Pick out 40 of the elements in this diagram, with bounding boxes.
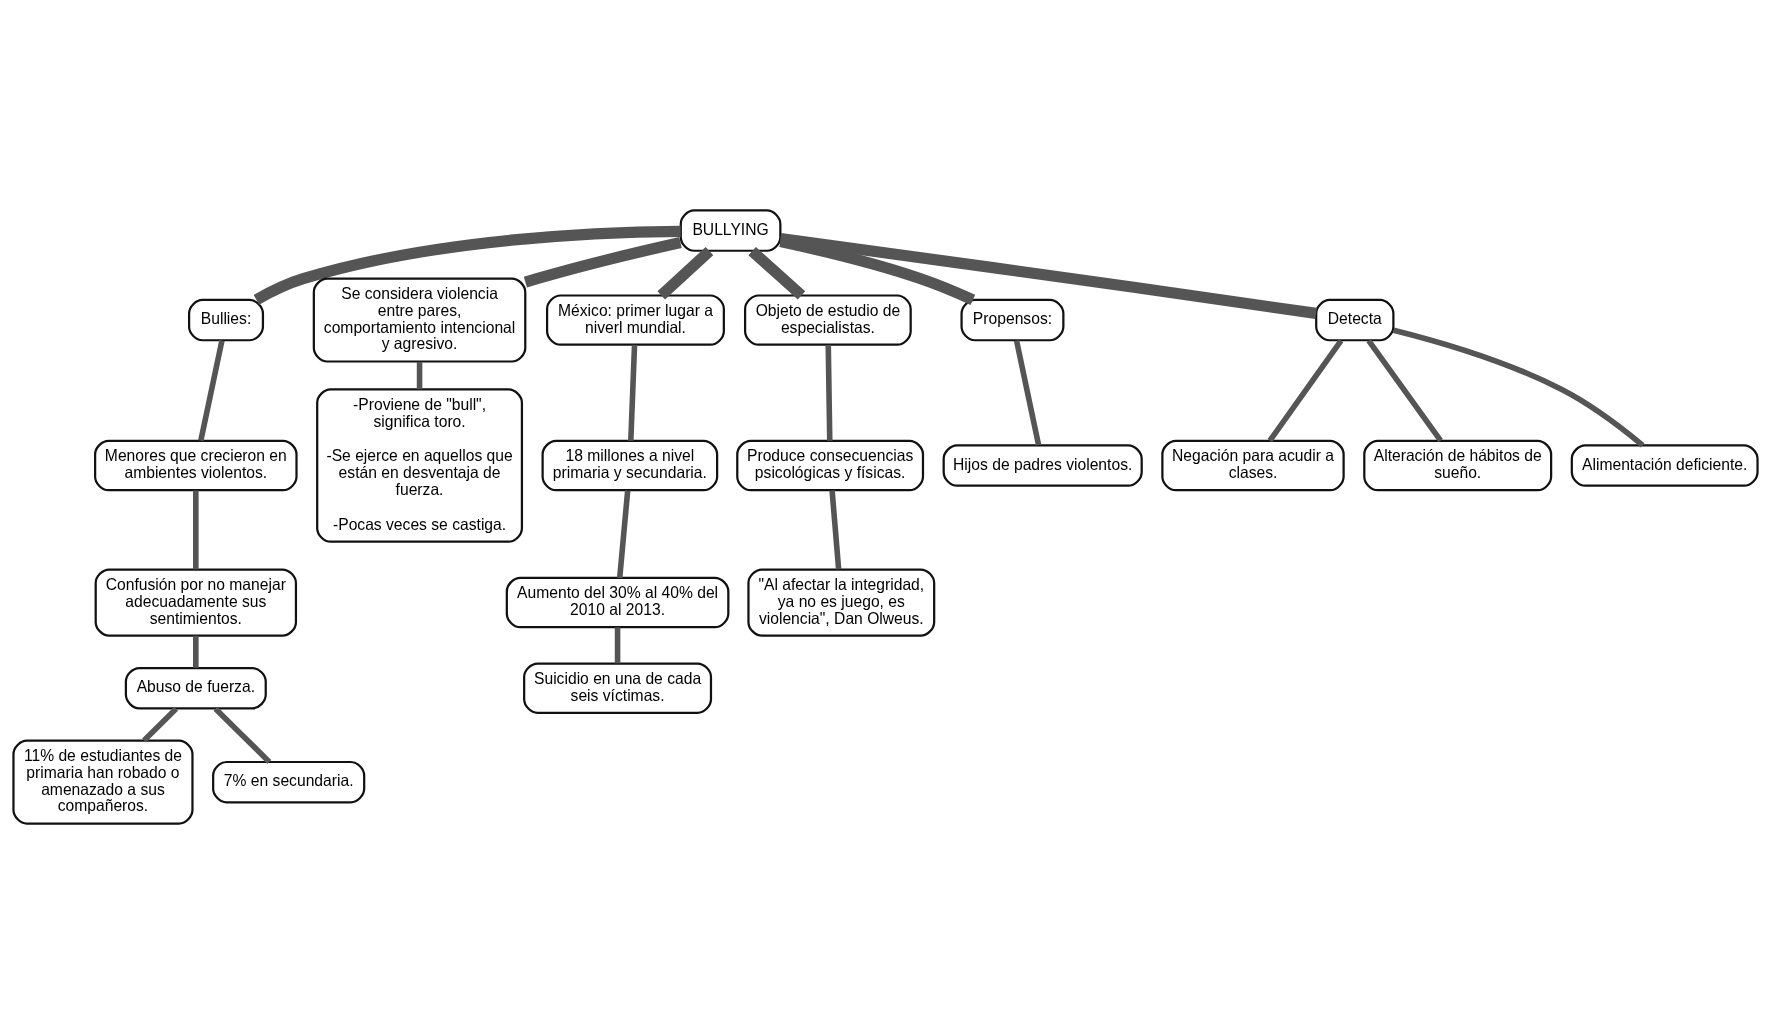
node-box: Propensos: xyxy=(960,298,1065,342)
node-box: Negación para acudir a clases. xyxy=(1161,439,1345,492)
node-box: Detecta xyxy=(1315,298,1395,342)
node-box: Confusión por no manejar adecuadamente sus sentimientos. xyxy=(94,568,298,637)
node-box: Se considera violencia entre pares, comportamiento intencional y agresivo. xyxy=(312,277,527,363)
connector xyxy=(829,490,842,570)
connector xyxy=(825,344,833,441)
node-box: 18 millones a nivel primaria y secundaria. xyxy=(541,439,719,492)
connector xyxy=(198,339,225,442)
node-box: Alteración de hábitos de sueño. xyxy=(1363,439,1553,492)
node-box: Suicidio en una de cada seis víctimas. xyxy=(523,662,713,714)
connector xyxy=(1392,327,1645,448)
node-box: México: primer lugar a niverl mundial. xyxy=(545,294,725,346)
connector xyxy=(416,361,423,390)
node-box: Produce consecuencias psicológicas y físicas. xyxy=(736,439,925,492)
connector xyxy=(523,237,682,288)
connector xyxy=(213,706,272,764)
connector xyxy=(614,627,621,664)
connector xyxy=(1013,339,1042,446)
node-box: Alimentación deficiente. xyxy=(1570,444,1759,487)
node-box: Hijos de padres violentos. xyxy=(942,444,1143,487)
connector xyxy=(253,225,681,305)
node-box: Bullies: xyxy=(188,298,265,342)
node-box: 11% de estudiantes de primaria han robado o amenazado a sus compañeros. xyxy=(12,739,194,825)
connector xyxy=(193,635,199,668)
node-box: Menores que crecieron en ambientes violentos. xyxy=(94,439,298,492)
connector xyxy=(142,706,179,743)
node-box: BULLYING xyxy=(679,209,782,252)
connector xyxy=(193,490,199,570)
connector xyxy=(779,232,1317,319)
connector xyxy=(628,344,638,441)
node-box: Aumento del 30% al 40% del 2010 al 2013. xyxy=(505,576,730,629)
connector xyxy=(1267,338,1344,443)
node-box: -Proviene de "bull", significa toro. -Se ejerce en aquellos que están en desventaja de fuerza. -Pocas veces se castiga. xyxy=(316,388,524,543)
node-box: Abuso de fuerza. xyxy=(124,666,267,710)
node-box: 7% en secundaria. xyxy=(212,760,366,804)
connector xyxy=(616,490,631,579)
node-box: "Al afectar la integridad, ya no es juego, es violencia", Dan Olweus. xyxy=(747,568,936,637)
connector xyxy=(1366,338,1443,443)
node-box: Objeto de estudio de especialistas. xyxy=(744,294,912,346)
